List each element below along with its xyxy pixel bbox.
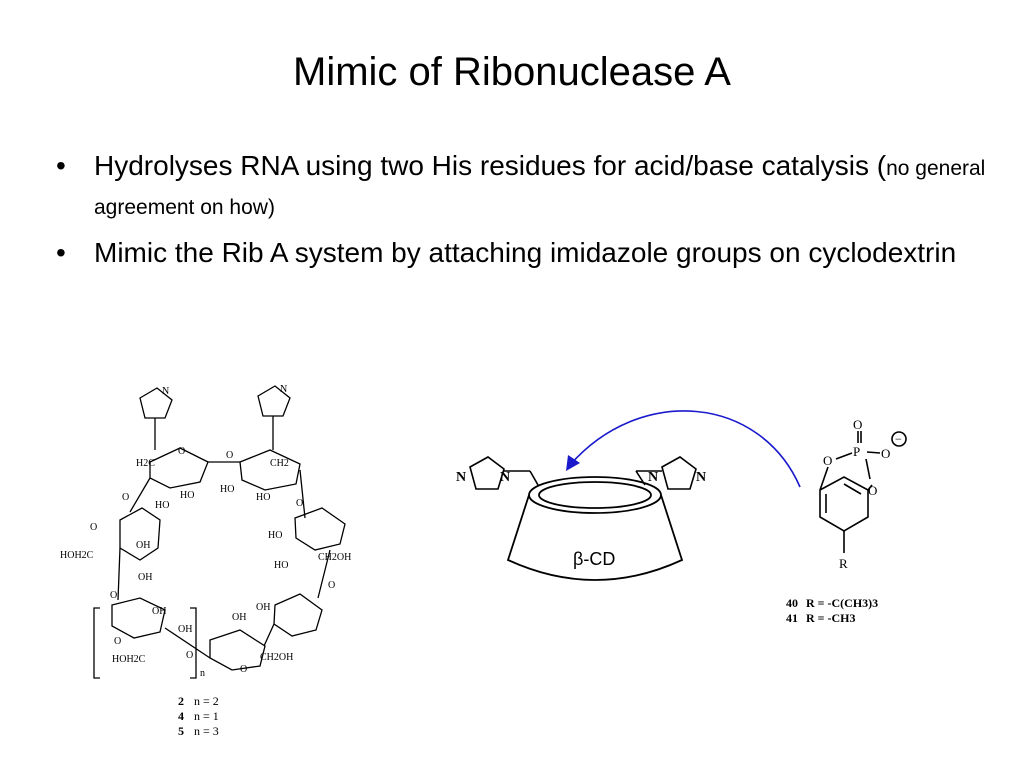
beta-cd-scheme: β-CD N N N N O P O O O R − <box>456 410 907 625</box>
atom-label: N <box>696 470 706 485</box>
atom-label: CH2 <box>270 458 289 469</box>
atom-label: R <box>839 556 848 571</box>
atom-label: N <box>500 470 510 485</box>
atom-label: CH2OH <box>318 552 351 563</box>
cyclodextrin-structure: N N H2C CH2 O O O HO HO HO HO O HO HO CH… <box>60 384 351 738</box>
cd-label: β-CD <box>573 549 615 569</box>
atom-label: O <box>240 664 247 675</box>
atom-label: CH2OH <box>260 652 293 663</box>
bullet-item-1: • Hydrolyses RNA using two His residues … <box>52 148 992 226</box>
atom-label: N <box>162 386 169 397</box>
atom-label: O <box>122 492 129 503</box>
atom-label: N <box>648 470 658 485</box>
compound-text: R = -CH3 <box>806 611 856 625</box>
atom-label: HO <box>274 560 288 571</box>
atom-label: OH <box>178 624 192 635</box>
atom-label: OH <box>256 602 270 613</box>
atom-label: O <box>823 453 832 468</box>
compound-number: 40 <box>786 596 798 610</box>
atom-label: O <box>881 446 890 461</box>
atom-label: O <box>328 580 335 591</box>
atom-label: n <box>200 668 205 679</box>
compound-text: n = 3 <box>194 724 219 738</box>
atom-label: H2C <box>136 458 155 469</box>
atom-label: HO <box>220 484 234 495</box>
compound-number: 4 <box>178 709 184 723</box>
bullet-note: no general agreement on how) <box>94 157 986 219</box>
compound-number: 5 <box>178 724 184 738</box>
atom-label: O <box>853 417 862 432</box>
atom-label: O <box>186 650 193 661</box>
bullet-item-2: • Mimic the Rib A system by attaching im… <box>52 235 992 271</box>
atom-label: OH <box>232 612 246 623</box>
compound-text: n = 2 <box>194 694 219 708</box>
bullet-dot: • <box>56 150 66 181</box>
slide-title: Mimic of Ribonuclease A <box>293 50 731 94</box>
cd-cup <box>506 476 684 581</box>
arrow-head <box>566 455 580 471</box>
atom-label: HO <box>180 490 194 501</box>
atom-label: HOH2C <box>112 654 146 665</box>
atom-label: O <box>90 522 97 533</box>
negative-charge: − <box>895 432 902 446</box>
atom-label: HOH2C <box>60 550 94 561</box>
atom-label: O <box>114 636 121 647</box>
bullet-dot: • <box>56 237 66 268</box>
atom-label: HO <box>256 492 270 503</box>
atom-label: HO <box>155 500 169 511</box>
compound-text: R = -C(CH3)3 <box>806 596 878 610</box>
atom-label: O <box>868 483 877 498</box>
atom-label: OH <box>152 606 166 617</box>
bullet-text: Hydrolyses RNA using two His residues fo… <box>94 150 887 181</box>
atom-label: OH <box>138 572 152 583</box>
atom-label: O <box>110 590 117 601</box>
atom-label: OH <box>136 540 150 551</box>
compound-number: 41 <box>786 611 798 625</box>
reaction-arrow <box>569 410 801 488</box>
bullet-text: Mimic the Rib A system by attaching imid… <box>94 237 957 268</box>
atom-label: O <box>178 446 185 457</box>
atom-label: N <box>456 470 466 485</box>
bullet-list: • Hydrolyses RNA using two His residues … <box>52 148 992 280</box>
atom-label: N <box>280 384 287 395</box>
compound-text: n = 1 <box>194 709 219 723</box>
atom-label: HO <box>268 530 282 541</box>
atom-label: P <box>853 444 860 459</box>
atom-label: O <box>296 498 303 509</box>
atom-label: O <box>226 450 233 461</box>
compound-number: 2 <box>178 694 184 708</box>
